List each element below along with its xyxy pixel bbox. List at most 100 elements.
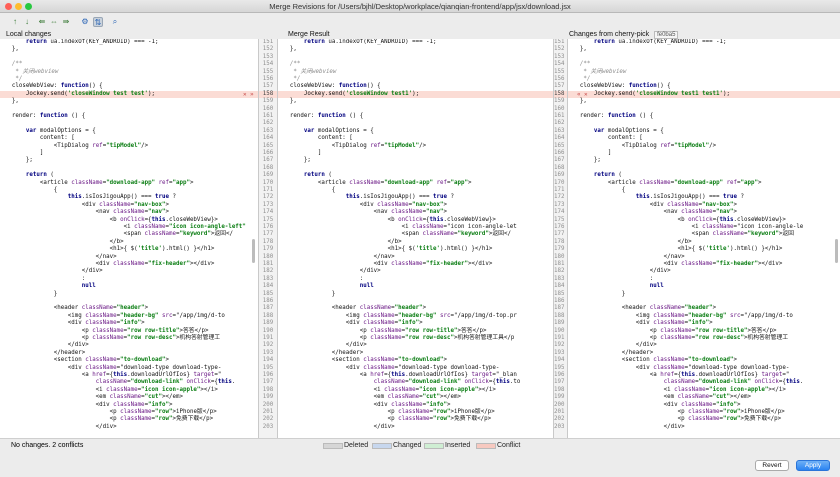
code-text: <p className="row">免费下载</p> xyxy=(677,416,782,423)
line-number: 172 xyxy=(262,194,274,201)
code-line: <header className="header"> xyxy=(568,305,716,312)
code-text: <p className="row row-title">答答</p> xyxy=(359,327,487,334)
code-text: { xyxy=(53,187,58,193)
code-line: <div className="fix-header"></div> xyxy=(568,261,783,268)
code-text: <nav className="nav"> xyxy=(663,209,738,216)
code-line: <p className="row">免费下载</p> xyxy=(568,416,782,423)
apply-button[interactable]: Apply xyxy=(796,460,830,471)
code-line: }, xyxy=(0,46,19,53)
code-line: * 关闭webview xyxy=(278,69,336,76)
apply-non-conflicting-button[interactable]: ⇚ xyxy=(37,17,47,27)
apply-all-button[interactable]: ⇔ xyxy=(49,17,59,27)
code-line: /** xyxy=(0,61,22,68)
code-line: </header> xyxy=(278,350,363,357)
line-number: 186 xyxy=(262,298,274,304)
line-number: 197 xyxy=(554,379,565,386)
center-pane[interactable]: return ua.indexOf(KEY_ANDROID) === -1; }… xyxy=(278,39,554,438)
line-number: 200 xyxy=(262,401,274,408)
code-line: <span className="keyword">返回</ xyxy=(0,231,233,238)
code-text: </header> xyxy=(621,349,654,356)
line-number: 177 xyxy=(554,231,565,238)
next-conflict-button[interactable]: ↓ xyxy=(22,17,32,27)
code-line: <div className="download-type download-t… xyxy=(278,365,500,372)
code-line: }; xyxy=(278,157,311,164)
minimize-window-button[interactable] xyxy=(15,3,22,10)
apply-right-conflict-icon[interactable]: « xyxy=(577,90,581,98)
code-text: */ xyxy=(15,76,23,82)
left-scrollbar[interactable] xyxy=(252,239,255,263)
left-pane[interactable]: return ua.indexOf(KEY_ANDROID) === -1; }… xyxy=(0,39,258,438)
code-line: className="download-link" onClick={this. xyxy=(568,379,804,386)
code-text: <div className="fix-header"></div> xyxy=(95,261,215,267)
code-line: <p className="row">iPhone版</p> xyxy=(278,409,495,416)
code-line: <div className="info"> xyxy=(568,320,713,327)
right-scrollbar[interactable] xyxy=(835,239,838,263)
status-text: No changes. 2 conflicts xyxy=(11,442,84,449)
code-text: </div> xyxy=(345,342,367,349)
code-line: this.isIosJigouApp() === true ? xyxy=(0,194,176,201)
line-number: 199 xyxy=(554,394,565,401)
code-text: <p className="row">iPhone版</p> xyxy=(387,409,495,415)
accept-left-conflict-icon[interactable]: ✕ xyxy=(243,90,247,98)
line-number: 155 xyxy=(554,68,565,75)
code-line: var modalOptions = { xyxy=(568,128,664,135)
arrow-down-icon: ↓ xyxy=(25,17,29,26)
line-number: 161 xyxy=(554,113,565,119)
line-number: 180 xyxy=(554,253,565,260)
code-line: /** xyxy=(568,61,590,68)
conflict-highlight xyxy=(568,90,840,99)
apply-left-conflict-icon[interactable]: » xyxy=(250,90,254,98)
code-text: <span className="keyword">返回 xyxy=(568,231,794,238)
code-text: <p className="row row-title">答答</p> xyxy=(649,327,777,334)
close-window-button[interactable] xyxy=(5,3,12,10)
settings-button[interactable]: ⚙ xyxy=(80,17,90,27)
code-line: Jockey.send('closeWindow test1 test1'); xyxy=(568,91,730,98)
code-text: </div> xyxy=(359,268,381,275)
find-button[interactable]: ⌕ xyxy=(110,17,120,27)
line-number: 199 xyxy=(262,394,274,401)
apply-right-button[interactable]: ⇛ xyxy=(61,17,71,27)
sync-scroll-button[interactable]: ⇅ xyxy=(93,17,103,27)
code-line: content: [ xyxy=(568,135,643,142)
code-text: <i className="icon icon-angle-left" xyxy=(123,224,246,230)
code-line: <i className="icon icon-angle-le xyxy=(568,224,804,231)
code-text: content: [ xyxy=(39,135,75,142)
code-text: */ xyxy=(583,76,591,82)
conflict-highlight xyxy=(278,90,553,99)
prev-conflict-button[interactable]: ↑ xyxy=(10,17,20,27)
code-text: render: function () { xyxy=(289,113,364,119)
line-number: 165 xyxy=(262,142,274,149)
code-line: return ( xyxy=(568,172,622,179)
line-number: 193 xyxy=(262,349,274,356)
line-number: 186 xyxy=(554,298,565,304)
code-text: <TipDialog ref="tipModel"/> xyxy=(53,142,149,149)
line-number: 160 xyxy=(554,105,565,112)
code-line: }; xyxy=(0,157,33,164)
code-line: </b> xyxy=(568,239,692,246)
accept-right-conflict-icon[interactable]: ✕ xyxy=(584,90,588,98)
line-number: 201 xyxy=(554,409,565,415)
code-line: <img className="header-bg" src="/app/img… xyxy=(278,313,517,320)
revert-button[interactable]: Revert xyxy=(755,460,789,471)
code-text: : xyxy=(359,275,364,282)
code-text: }; xyxy=(25,157,33,164)
code-text: <div className="info"> xyxy=(373,401,451,408)
code-text: */ xyxy=(293,76,301,82)
code-line: }, xyxy=(278,98,297,105)
line-number: 192 xyxy=(262,342,274,349)
code-line: <p className="row row-desc">机构答射管理工 xyxy=(568,335,788,342)
code-text: render: function () { xyxy=(579,113,654,119)
code-text: <img className="header-bg" src="/app/img… xyxy=(67,312,225,319)
line-number: 159 xyxy=(554,98,565,105)
code-text: <p className="row">iPhone版</p> xyxy=(109,409,217,415)
window-title: Merge Revisions for /Users/bjhl/Desktop/… xyxy=(269,2,571,11)
line-number: 193 xyxy=(554,349,565,356)
code-text: <div className="info"> xyxy=(67,320,145,327)
right-pane[interactable]: return ua.indexOf(KEY_ANDROID) === -1; }… xyxy=(568,39,840,438)
zoom-window-button[interactable] xyxy=(25,3,32,10)
code-line: Jockey.send('closeWindow test1'); xyxy=(278,91,419,98)
code-text: <div className="info"> xyxy=(95,401,173,408)
line-number: 176 xyxy=(554,224,565,230)
